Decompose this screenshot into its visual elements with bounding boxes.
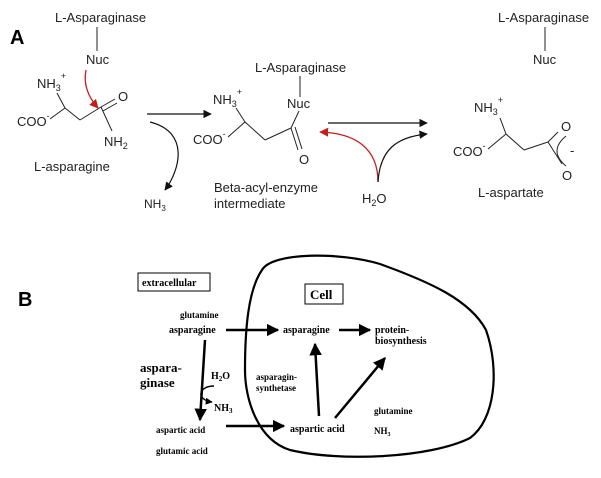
carboxylate-group-3: COO- xyxy=(453,141,486,159)
asparagine-extracellular: asparagine xyxy=(169,325,216,336)
carboxylate-group-2: COO- xyxy=(193,129,226,147)
amine-group-2: NH3+ xyxy=(213,87,242,109)
carboxylate-group-1: COO- xyxy=(17,111,50,129)
bond-cb-cg-2 xyxy=(264,127,292,141)
intermediate-label-line1: Beta-acyl-enzyme xyxy=(214,180,318,195)
glutamine-intracellular: glutamine xyxy=(374,406,413,416)
aspartate-label: L-aspartate xyxy=(478,185,544,200)
enzyme-label-2: L-Asparaginase xyxy=(255,60,346,75)
ammonia-intracellular: NH3 xyxy=(374,426,391,438)
bond-n-ca-3 xyxy=(499,117,507,135)
enzyme-label-3: L-Asparaginase xyxy=(498,10,589,25)
cell-label-box xyxy=(304,283,344,305)
resonance-charge: - xyxy=(570,143,574,158)
ammonia-b: NH3 xyxy=(214,403,233,415)
asparagine-synthetase-arrow xyxy=(309,342,322,417)
bond-coo-ca-1 xyxy=(49,107,66,120)
bond-ca-cb-1 xyxy=(64,107,81,121)
bond-cg-n-1 xyxy=(100,106,113,132)
ammonia-release-arrow xyxy=(149,121,179,191)
bond-cg-o1-3 xyxy=(547,131,559,143)
water-b: H2O xyxy=(211,371,230,383)
synthetase-label-line2: synthetase xyxy=(256,383,296,393)
amide-group: NH2 xyxy=(104,134,128,151)
protein-biosynthesis-line2: biosynthesis xyxy=(375,336,427,347)
protein-biosynthesis-line1: protein- xyxy=(375,325,409,336)
resonance-bracket xyxy=(556,135,567,167)
intermediate-molecule: L-Asparaginase Nuc NH3+ COO- O Beta-acyl… xyxy=(193,60,346,211)
asparaginase-label-line1: aspara- xyxy=(140,360,182,375)
asparagine-intracellular: asparagine xyxy=(283,325,330,336)
bond-cg-nuc-2 xyxy=(290,110,300,129)
amine-group-1: NH3+ xyxy=(37,71,66,93)
synthetase-label-line1: asparagin- xyxy=(256,372,297,382)
glutamine-extracellular: glutamine xyxy=(180,310,219,320)
aspartic-acid-extracellular: aspartic acid xyxy=(156,425,205,435)
bond-coo-ca-3 xyxy=(487,133,507,150)
cell-membrane xyxy=(243,254,495,458)
bond-carbonyl-2a xyxy=(290,127,299,151)
asparagine-molecule: L-Asparaginase Nuc NH3+ COO- O NH2 L-asp… xyxy=(17,10,146,174)
extracellular-label: extracellular xyxy=(142,278,197,289)
water-reactant: H2O xyxy=(362,191,387,208)
aspartic-acid-intracellular: aspartic acid xyxy=(290,424,345,435)
asparaginase-label-line2: ginase xyxy=(140,375,175,390)
carbonyl-oxygen-2: O xyxy=(299,152,309,167)
asparaginase-reaction-arrow xyxy=(194,339,207,422)
bond-carbonyl-2b xyxy=(294,126,303,150)
bond-ca-cb-3 xyxy=(505,133,525,151)
nuc-label-3: Nuc xyxy=(533,52,557,67)
ammonia-product: NH3 xyxy=(144,197,166,213)
nuc-label-2: Nuc xyxy=(287,96,311,111)
panel-b: B extracellular Cell glutamine asparagin… xyxy=(18,254,495,458)
nuc-label-1: Nuc xyxy=(86,52,110,67)
bond-coo-ca-2 xyxy=(227,121,246,138)
panel-a-label: A xyxy=(10,27,24,49)
amine-group-3: NH3+ xyxy=(474,95,503,117)
carboxylate-oxygen-1: O xyxy=(561,119,571,134)
extracellular-box xyxy=(137,272,211,292)
panel-a: A L-Asparaginase Nuc NH3+ COO- O NH2 L-a… xyxy=(10,10,589,213)
intermediate-label-line2: intermediate xyxy=(214,196,286,211)
hydrolysis-arrow xyxy=(377,130,428,183)
nucleophilic-attack-arrow-1 xyxy=(84,69,99,109)
carbonyl-oxygen-1: O xyxy=(118,89,128,104)
bond-carbonyl-1b xyxy=(102,102,118,112)
glutamic-acid-extracellular: glutamic acid xyxy=(156,446,208,456)
bond-cg-o2-3 xyxy=(547,141,563,165)
bond-cb-cg-3 xyxy=(523,141,549,151)
asparagine-label: L-asparagine xyxy=(34,159,110,174)
enzyme-label-1: L-Asparaginase xyxy=(55,10,146,25)
bond-n-ca-1 xyxy=(56,92,66,109)
panel-b-label: B xyxy=(18,289,32,311)
aspartate-molecule: L-Asparaginase Nuc NH3+ COO- O O - L-asp… xyxy=(453,10,589,200)
carboxylate-oxygen-2: O xyxy=(562,168,572,183)
bond-carbonyl-1a xyxy=(100,98,116,108)
bond-n-ca-2 xyxy=(235,107,246,123)
hydrolysis-attack-arrow xyxy=(319,127,379,183)
aspartate-to-protein-arrow xyxy=(334,357,386,419)
bond-ca-cb-2 xyxy=(244,121,266,141)
bond-cb-cg-1 xyxy=(79,106,102,121)
cell-label: Cell xyxy=(310,287,333,302)
